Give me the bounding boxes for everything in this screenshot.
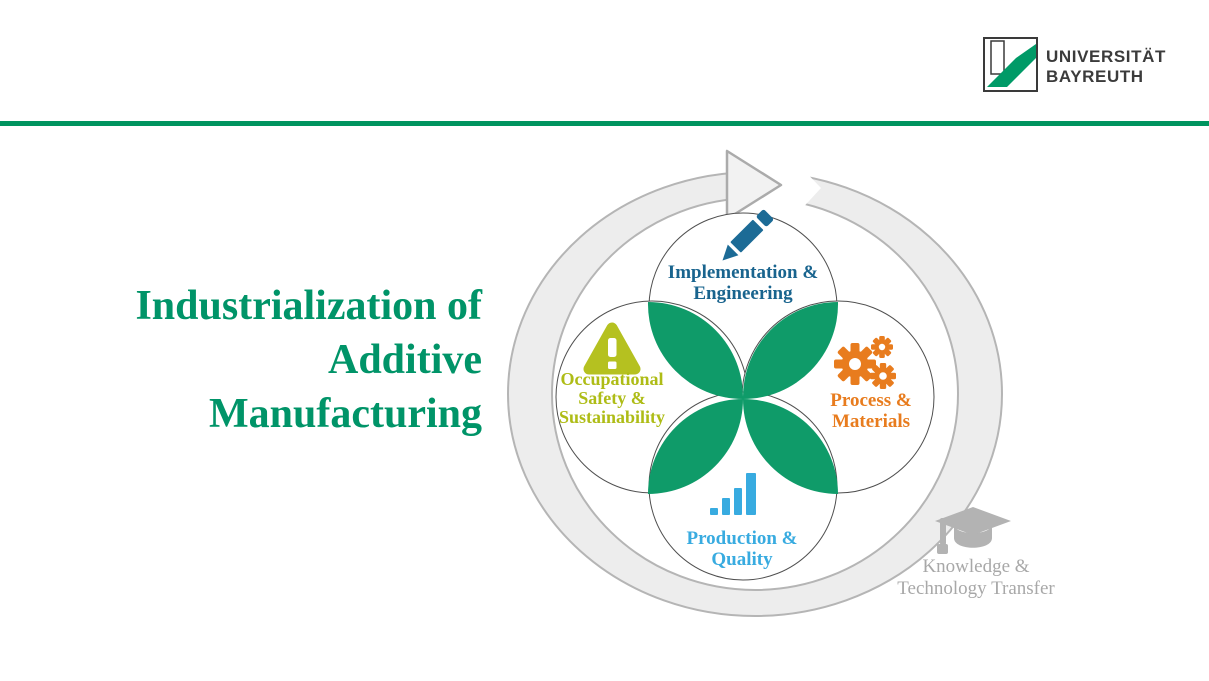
safety-label-line1: Occupational (560, 369, 664, 389)
graduation-cap-icon (935, 507, 1011, 554)
petal-ne (742, 302, 839, 399)
transfer-label-line1: Knowledge & (922, 556, 1030, 577)
logo-line1: UNIVERSITÄT (1046, 47, 1166, 66)
petal-nw (647, 302, 744, 399)
segment-label-implementation: Implementation & Engineering (643, 262, 843, 304)
implementation-label-line1: Implementation & (667, 262, 819, 283)
segment-label-safety: Occupational Safety & Sustainability (512, 370, 712, 427)
university-logo (983, 37, 1038, 92)
logo-line2: BAYREUTH (1046, 67, 1144, 86)
warning-icon (583, 322, 641, 375)
safety-label-line3: Sustainability (558, 407, 666, 427)
transfer-label-line2: Technology Transfer (897, 578, 1055, 599)
transfer-label: Knowledge & Technology Transfer (858, 556, 1094, 600)
production-label-line2: Quality (711, 549, 773, 570)
implementation-label-line2: Engineering (693, 283, 793, 304)
production-label-line1: Production & (686, 528, 798, 549)
bar-chart-icon (710, 473, 756, 515)
safety-label-line2: Safety & (578, 388, 646, 408)
logo-wordmark: UNIVERSITÄT BAYREUTH (1046, 47, 1206, 87)
process-label-line2: Materials (831, 411, 911, 432)
page-title: Industrialization of Additive Manufactur… (28, 279, 482, 441)
process-label-line1: Process & (830, 390, 912, 411)
clockwise-arrow-icon (725, 149, 783, 221)
header-rule (0, 121, 1209, 126)
petal-se (743, 399, 838, 494)
title-line3: Manufacturing (209, 391, 482, 437)
title-line1: Industrialization of (135, 283, 482, 329)
segment-label-production: Production & Quality (642, 528, 842, 570)
gears-icon (834, 336, 896, 389)
center-petals (647, 302, 839, 494)
logo-green-mark (987, 44, 1036, 87)
title-line2: Additive (327, 337, 482, 383)
segment-label-process: Process & Materials (771, 390, 971, 432)
logo-inner-rect (990, 40, 1005, 75)
petal-sw (648, 399, 743, 494)
